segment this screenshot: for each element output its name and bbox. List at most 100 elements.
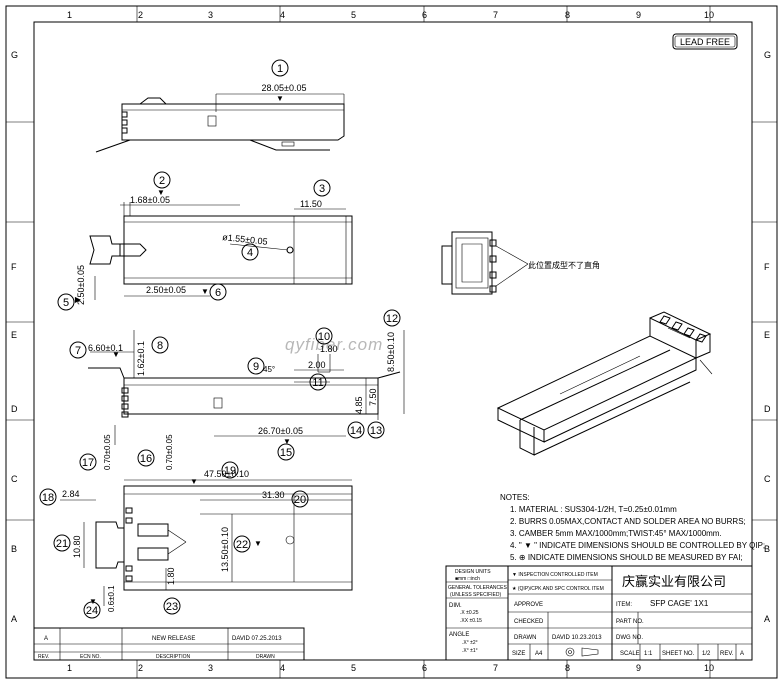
svg-text:9: 9 <box>253 361 259 373</box>
svg-text:DESCRIPTION: DESCRIPTION <box>156 654 191 660</box>
balloon-1: 1 <box>271 59 289 77</box>
balloon-20: 20 <box>291 490 309 508</box>
svg-text:7: 7 <box>493 10 498 20</box>
svg-text:▶: ▶ <box>75 295 82 304</box>
view-top: 1.68±0.05 11.50 ø1.55±0.05 2.50±0.05 ▼ 2… <box>76 195 353 305</box>
svg-text:6: 6 <box>215 287 221 299</box>
dim-13: 7.50 <box>368 388 378 406</box>
svg-text:F: F <box>11 262 17 272</box>
svg-text:PART NO.: PART NO. <box>616 619 644 625</box>
svg-text:G: G <box>764 50 771 60</box>
balloon-6: 6 <box>209 283 227 301</box>
svg-text:DAVID 10.23.2013: DAVID 10.23.2013 <box>552 635 602 641</box>
svg-text:D: D <box>11 404 18 414</box>
balloon-12: 12 <box>383 309 401 327</box>
svg-text:12: 12 <box>386 313 398 325</box>
dim-9: 45° <box>263 365 275 374</box>
dim-6: 2.50±0.05 <box>146 285 186 295</box>
note-4: 4. " ▼ " INDICATE DIMENSIONS SHOULD BE C… <box>510 541 765 550</box>
svg-text:6: 6 <box>422 663 427 673</box>
balloon-3: 3 <box>313 179 331 197</box>
svg-text:2: 2 <box>138 10 143 20</box>
note-5: 5. ⊕ INDICATE DIMENSIONS SHOULD BE MEASU… <box>510 553 743 562</box>
lead-free-stamp: LEAD FREE <box>672 33 738 50</box>
view-end-detail: 此位置成型不了直角 <box>441 231 600 295</box>
balloon-9: 9 <box>247 357 265 375</box>
view-isometric <box>496 311 713 456</box>
dim-22: 13.50±0.10 <box>220 527 230 572</box>
svg-text:REV.: REV. <box>38 654 49 660</box>
svg-text:10: 10 <box>704 663 714 673</box>
balloon-10: 10 <box>315 327 333 345</box>
dim-16: 0.70±0.05 <box>165 434 174 470</box>
svg-text:DAVID 07.25.2013: DAVID 07.25.2013 <box>232 636 282 642</box>
svg-text:3: 3 <box>319 183 325 195</box>
balloon-23: 23 <box>163 597 181 615</box>
svg-text:CHECKED: CHECKED <box>514 619 544 625</box>
svg-text:5: 5 <box>63 297 69 309</box>
view-front: 6.60±0.1 ▼ 1.62±0.1 45° 1.80 2.00 4.85 7… <box>88 330 405 470</box>
dim-4: ø1.55±0.05 <box>222 232 268 247</box>
dim-23: 1.80 <box>166 567 176 585</box>
svg-text:3: 3 <box>208 663 213 673</box>
svg-text:24: 24 <box>86 605 98 617</box>
svg-text:G: G <box>11 50 18 60</box>
view-side-profile: 28.05±0.05 ▼ <box>95 83 345 153</box>
balloon-5: 5 <box>57 293 75 311</box>
dim-19: 47.50±0.10 <box>204 469 249 479</box>
svg-text:.X° ±2°: .X° ±2° <box>462 640 478 646</box>
svg-text:C: C <box>11 474 18 484</box>
svg-text:13: 13 <box>370 425 382 437</box>
dim-2: 1.68±0.05 <box>130 195 170 205</box>
svg-text:7: 7 <box>75 345 81 357</box>
balloon-7: 7 <box>69 341 87 359</box>
svg-text:1: 1 <box>277 63 283 75</box>
dim-20: 31.30 <box>262 490 285 500</box>
notes-block: NOTES: 1. MATERIAL : SUS304-1/2H, T=0.25… <box>500 493 765 562</box>
balloon-18: 18 <box>39 488 57 506</box>
svg-text:4: 4 <box>280 10 285 20</box>
dim-5: 2.50±0.05 <box>76 265 86 305</box>
balloon-22: 22 <box>233 535 251 553</box>
svg-text:C: C <box>764 474 771 484</box>
svg-text:10: 10 <box>704 10 714 20</box>
svg-text:DIM.: DIM. <box>449 603 462 609</box>
svg-text:B: B <box>764 544 770 554</box>
svg-text:A: A <box>764 614 770 624</box>
svg-text:F: F <box>764 262 770 272</box>
svg-text:9: 9 <box>636 10 641 20</box>
svg-text:A: A <box>740 651 744 657</box>
dim-12: 8.50±0.10 <box>386 332 396 372</box>
balloon-4: 4 <box>241 243 259 261</box>
svg-text:7: 7 <box>493 663 498 673</box>
svg-text:4: 4 <box>280 663 285 673</box>
outer-border <box>5 5 778 679</box>
svg-text:10: 10 <box>318 331 330 343</box>
svg-text:8: 8 <box>157 340 163 352</box>
dim-11: 2.00 <box>308 360 326 370</box>
svg-text:1:1: 1:1 <box>644 651 653 657</box>
balloon-19: 19 <box>221 461 239 479</box>
svg-text:(UNLESS SPECIFIED): (UNLESS SPECIFIED) <box>450 592 501 598</box>
revision-block: A NEW RELEASE DAVID 07.25.2013 REV. ECN … <box>33 627 305 661</box>
dim-8: 1.62±0.1 <box>136 341 146 376</box>
svg-text:▼: ▼ <box>89 597 97 606</box>
dim-15: 26.70±0.05 <box>258 426 303 436</box>
svg-text:▼: ▼ <box>157 188 165 197</box>
svg-text:5: 5 <box>351 663 356 673</box>
balloon-24: 24 <box>83 601 101 619</box>
svg-text:6: 6 <box>422 10 427 20</box>
balloon-2: 2 <box>153 171 171 189</box>
svg-text:1/2: 1/2 <box>702 651 711 657</box>
svg-text:3: 3 <box>208 10 213 20</box>
svg-text:E: E <box>764 330 770 340</box>
dim-1: 28.05±0.05 <box>262 83 307 93</box>
dim-7: 6.60±0.1 <box>88 343 123 353</box>
svg-text:ITEM:: ITEM: <box>616 602 632 608</box>
svg-text:▼: ▼ <box>283 437 291 446</box>
svg-text:A4: A4 <box>535 651 543 657</box>
dim-24: 0.6±0.1 <box>107 585 116 612</box>
svg-text:14: 14 <box>350 425 362 437</box>
